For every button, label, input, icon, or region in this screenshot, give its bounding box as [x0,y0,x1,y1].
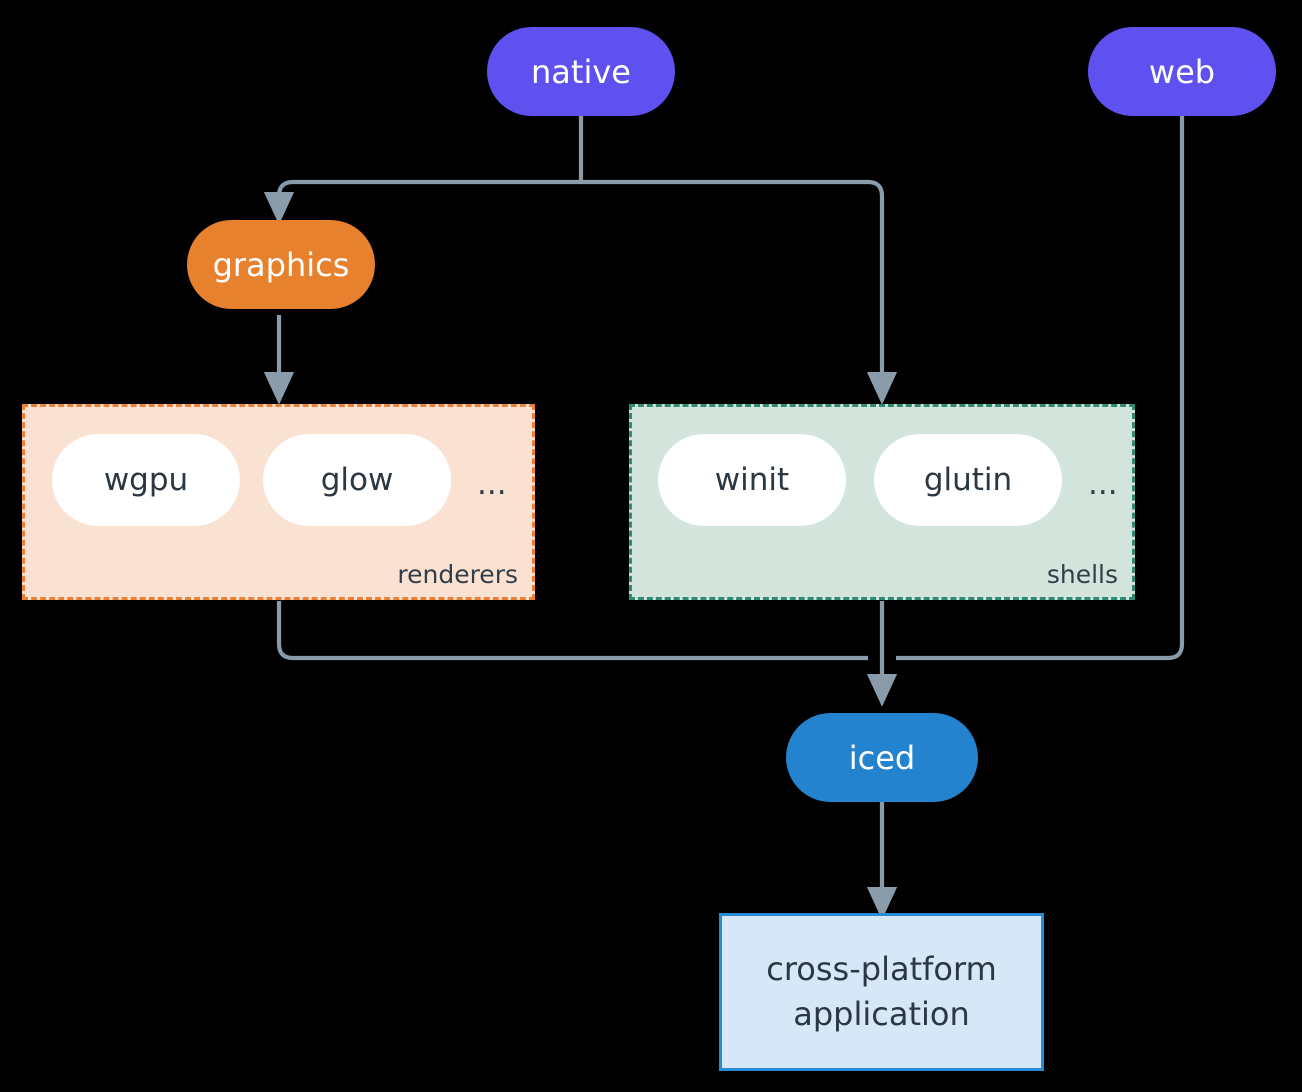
node-native-label: native [531,52,631,91]
node-graphics[interactable]: graphics [187,220,375,309]
group-item-glutin[interactable]: glutin [874,434,1062,526]
node-iced[interactable]: iced [786,713,978,802]
node-web[interactable]: web [1088,27,1276,116]
group-item-wgpu-label: wgpu [103,462,189,498]
group-item-glow[interactable]: glow [263,434,451,526]
edge-native-to-graphics [263,179,581,225]
edge-renderers-to-iced [276,601,868,661]
node-web-label: web [1148,52,1216,91]
edge-native-to-shells [581,179,898,405]
node-application-line2: application [793,995,970,1033]
node-application-line1: cross-platform [766,949,997,988]
group-shells-label: shells [1046,560,1118,589]
group-renderers: wgpu glow ... renderers [22,404,535,600]
group-item-winit[interactable]: winit [658,434,846,526]
group-item-glow-label: glow [320,462,394,498]
node-graphics-label: graphics [212,245,350,284]
group-shells: winit glutin ... shells [629,404,1135,600]
node-application[interactable]: cross-platform application [719,913,1044,1071]
node-iced-label: iced [848,738,916,777]
group-item-wgpu[interactable]: wgpu [52,434,240,526]
group-item-winit-label: winit [714,462,790,498]
renderers-more-ellipsis: ... [477,466,507,502]
group-renderers-label: renderers [397,560,518,589]
group-item-glutin-label: glutin [923,462,1013,498]
shells-more-ellipsis: ... [1088,466,1118,502]
node-native[interactable]: native [487,27,675,116]
